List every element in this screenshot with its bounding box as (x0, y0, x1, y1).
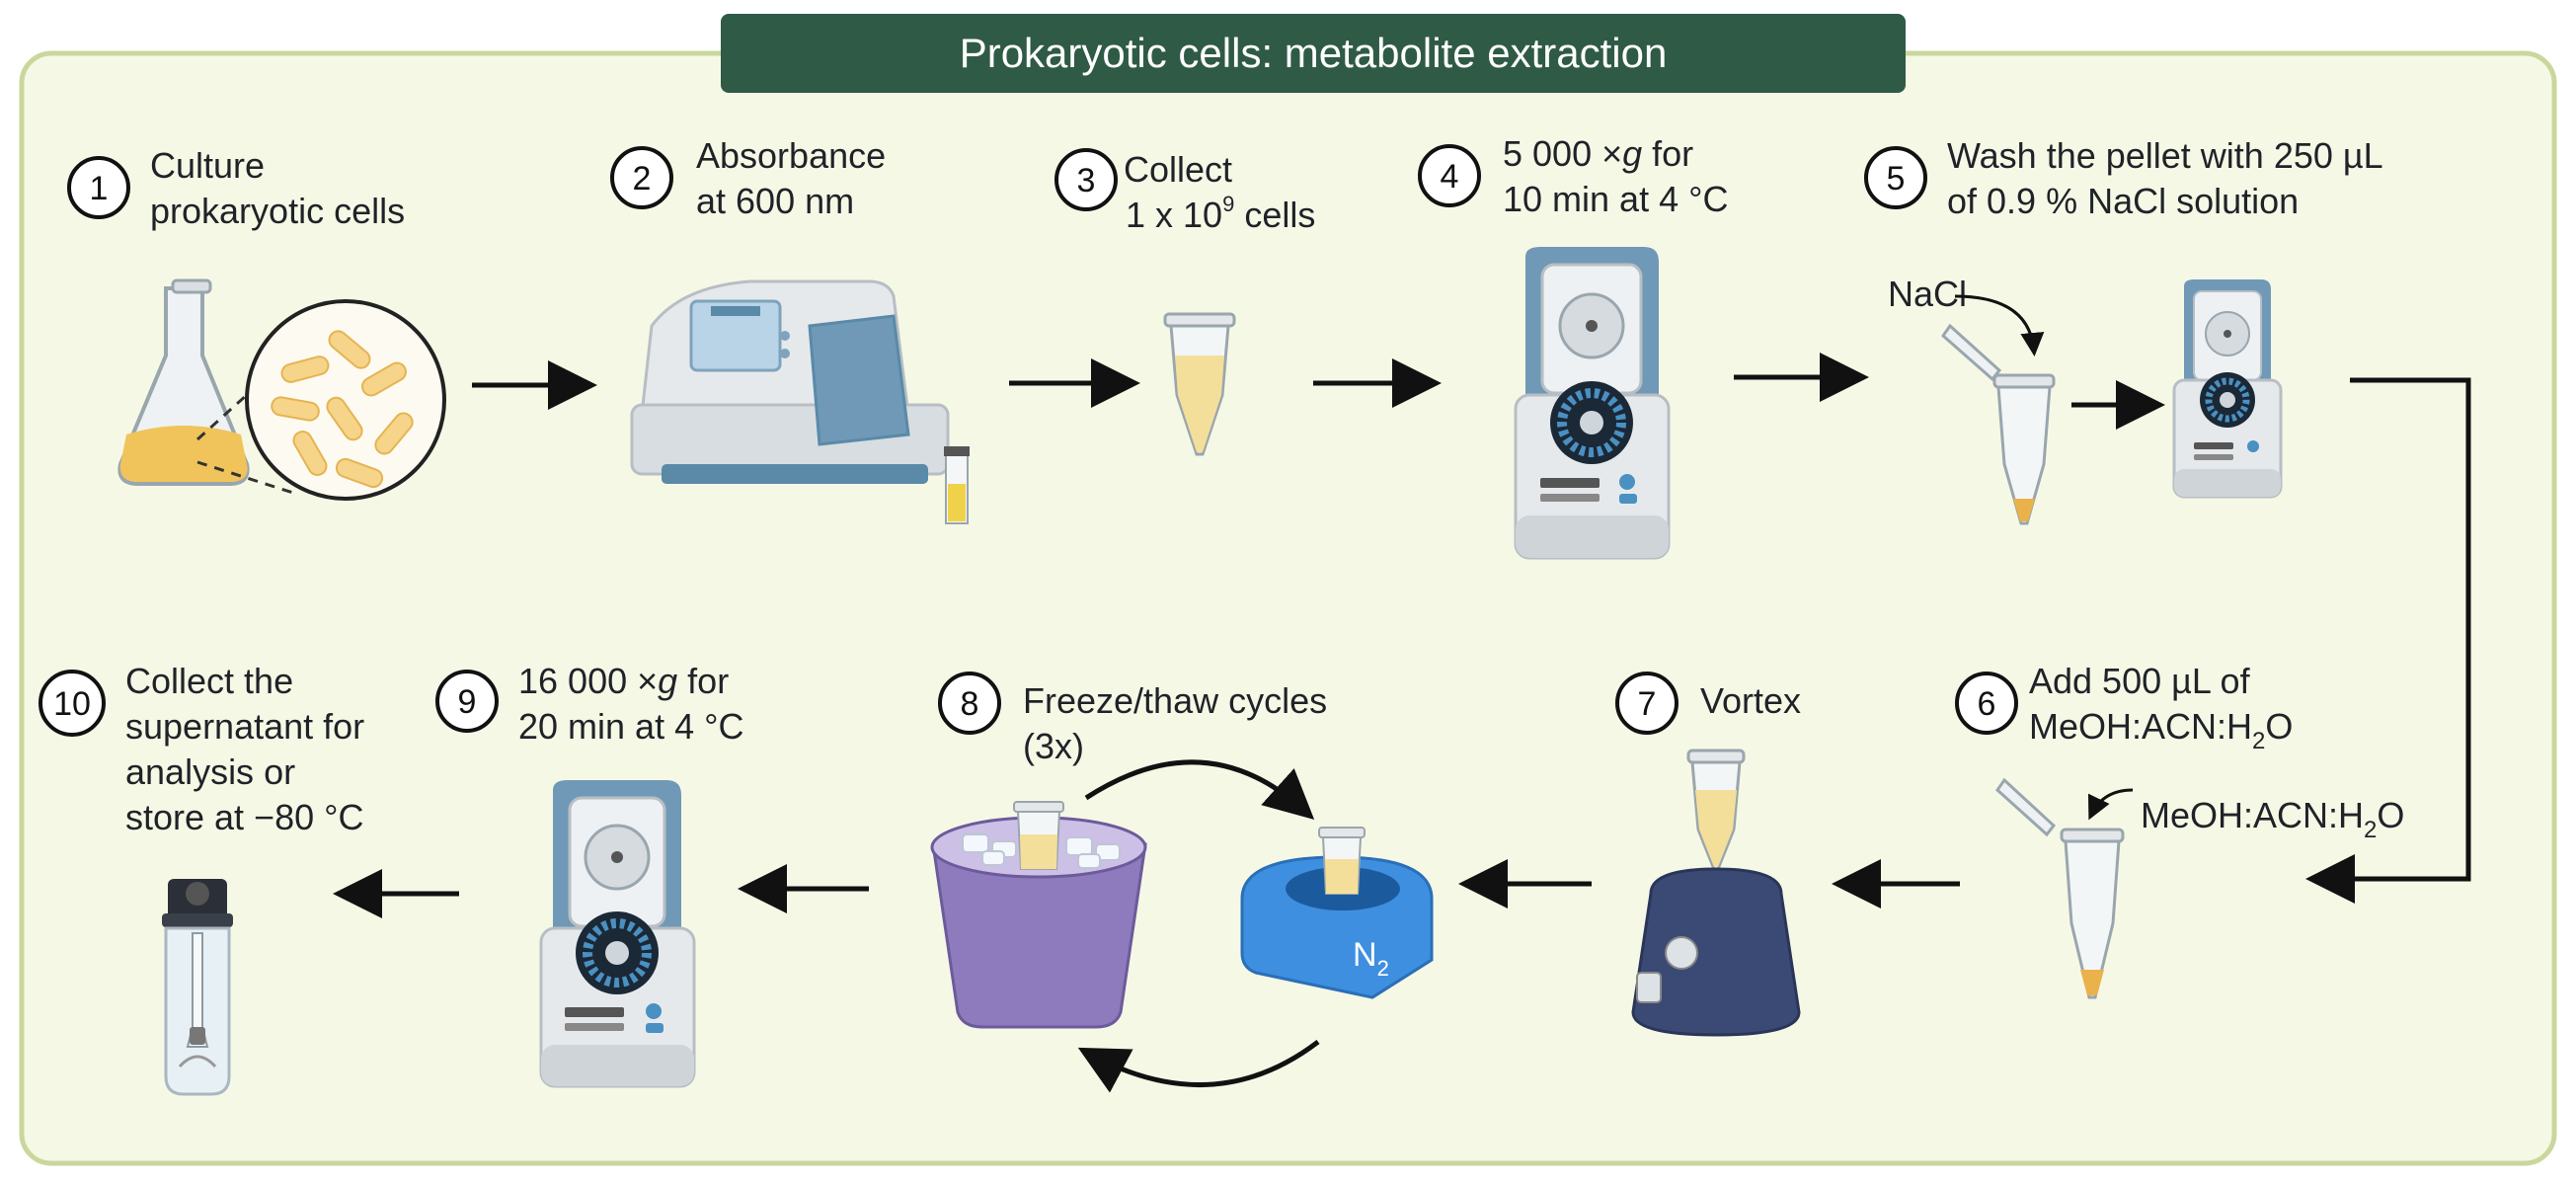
step-label: Freeze/thaw cycles(3x) (1023, 680, 1327, 766)
step-number-badge (435, 670, 499, 733)
step-number: 2 (633, 160, 652, 198)
step-number-badge (1955, 672, 2018, 735)
step-number: 3 (1077, 162, 1096, 199)
ice-bucket (931, 842, 1147, 1029)
row-connector-arrow (2305, 377, 2471, 904)
centrifuge-icon (539, 780, 696, 1088)
step-7: 7 Vortex (1615, 672, 1801, 1037)
nacl-label: NaCl (1888, 274, 1967, 314)
step-number-badge (1864, 146, 1927, 209)
centrifuge-icon (1514, 247, 1671, 560)
microtube-icon (1163, 312, 1236, 456)
open-tube-icon (1995, 777, 2125, 999)
step-number: 4 (1441, 158, 1459, 196)
solvent-label: MeOH:ACN:H2O (2141, 795, 2404, 843)
step-number: 7 (1638, 685, 1657, 723)
step-number: 8 (961, 685, 979, 723)
pipette-arrow (1954, 294, 2045, 356)
step-8: 8 Freeze/thaw cycles(3x) N2 (930, 672, 1434, 1093)
step-number-badge (610, 146, 673, 209)
step-number-badge (938, 672, 1001, 735)
spectrophotometer-icon (630, 279, 970, 524)
pipette-arrow (2087, 788, 2134, 821)
step-number-badge (39, 670, 106, 737)
step-number: 10 (53, 685, 91, 723)
step-number: 1 (90, 170, 109, 207)
freeze-thaw-icon: N2 (930, 759, 1434, 1093)
nitrogen-label: N2 (1353, 936, 1389, 981)
step-label: Vortex (1700, 680, 1801, 721)
vortex-mixer-icon (1631, 749, 1801, 1037)
step-number-badge (67, 156, 130, 219)
cycle-arrow-top (1084, 759, 1315, 821)
step-number-badge (1418, 144, 1481, 207)
cycle-arrow-bottom (1077, 1040, 1320, 1093)
step-number: 5 (1887, 160, 1906, 198)
flask-with-bacteria-icon (117, 278, 446, 501)
diagram-title: Prokaryotic cells: metabolite extraction (960, 30, 1668, 76)
step-number-badge (1615, 672, 1678, 735)
step-number-badge (1054, 148, 1118, 211)
step-number: 9 (458, 683, 477, 721)
step-number: 6 (1978, 685, 1996, 723)
vial-icon (162, 879, 233, 1096)
title-banner (721, 14, 1906, 93)
tube-and-centrifuge-icon (1941, 279, 2283, 525)
